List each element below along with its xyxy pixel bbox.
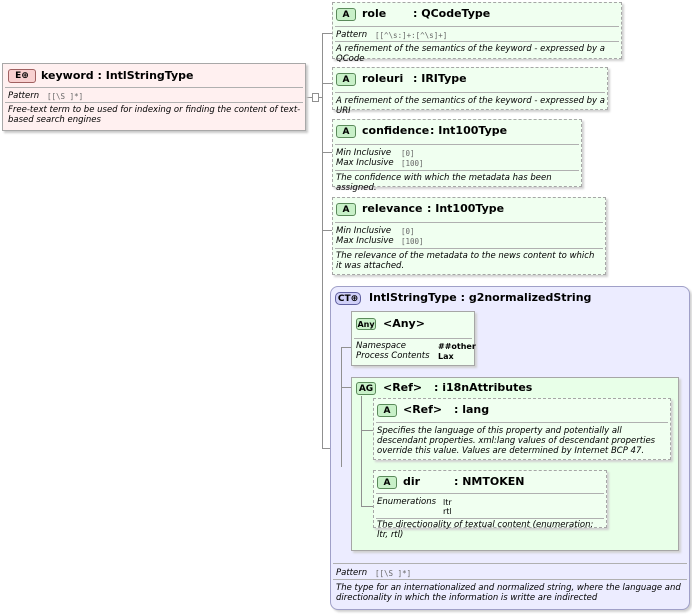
attribute-group-box[interactable]: AG <Ref> : i18nAttributes A <Ref> : lang… xyxy=(351,377,679,551)
connector-branch xyxy=(322,33,332,34)
enumerations-label: Enumerations xyxy=(377,497,437,507)
attribute-type: : IRIType xyxy=(413,72,467,85)
attribute-name: roleuri xyxy=(362,72,404,85)
group-connector xyxy=(361,396,362,506)
inner-connector xyxy=(341,347,351,348)
max-inclusive-value: [100] xyxy=(401,159,424,168)
group-connector xyxy=(361,430,373,431)
attribute-description: The relevance of the metadata to the new… xyxy=(336,251,595,271)
dir-attribute-box[interactable]: A dir : NMTOKEN Enumerations ltr rtl The… xyxy=(373,470,607,540)
attribute-name: relevance xyxy=(362,202,423,215)
divider xyxy=(354,338,472,339)
min-inclusive-label: Min Inclusive xyxy=(336,148,392,158)
attribute-description: A refinement of the semantics of the key… xyxy=(336,96,605,116)
connector-branch xyxy=(322,152,332,153)
pattern-label: Pattern xyxy=(336,30,368,40)
attribute-name: <Ref> xyxy=(403,403,443,416)
attribute-description: Specifies the language of this property … xyxy=(377,426,656,456)
divider xyxy=(335,92,605,93)
pattern-value: [[\S ]*] xyxy=(375,569,412,578)
attribute-type: : NMTOKEN xyxy=(454,475,525,488)
complex-type-base: : g2normalizedString xyxy=(460,291,592,304)
divider xyxy=(333,579,687,580)
attribute-name: confidence xyxy=(362,124,430,137)
divider xyxy=(376,493,604,494)
divider xyxy=(5,87,303,88)
divider xyxy=(335,170,579,171)
connector-line xyxy=(319,97,323,98)
any-wildcard-box[interactable]: Any <Any> Namespace ##other Process Cont… xyxy=(351,311,476,366)
any-badge-icon: Any xyxy=(356,318,376,330)
enumeration-value: rtl xyxy=(443,507,452,516)
attribute-description: A refinement of the semantics of the key… xyxy=(336,44,605,64)
divider xyxy=(335,144,579,145)
namespace-label: Namespace xyxy=(356,341,407,351)
connector-trunk xyxy=(322,33,323,448)
divider xyxy=(335,222,603,223)
min-inclusive-value: [0] xyxy=(401,227,415,236)
attribute-badge-icon: A xyxy=(377,476,397,489)
attribute-type: : Int100Type xyxy=(427,202,505,215)
divider xyxy=(376,422,668,423)
min-inclusive-label: Min Inclusive xyxy=(336,226,392,236)
attribute-name: role xyxy=(362,7,387,20)
pattern-value: [[^\s:]+:[^\s]+] xyxy=(375,31,448,40)
inner-connector xyxy=(341,347,342,467)
complex-type-badge-icon: CT⊕ xyxy=(335,292,361,305)
pattern-label: Pattern xyxy=(336,568,368,578)
attribute-type: : QCodeType xyxy=(413,7,491,20)
attribute-badge-icon: A xyxy=(336,125,356,138)
connector-line xyxy=(306,97,314,98)
relevance-attribute-box[interactable]: A relevance : Int100Type Min Inclusive [… xyxy=(332,197,606,275)
process-contents-value: Lax xyxy=(438,352,454,361)
element-description: Free-text term to be used for indexing o… xyxy=(8,105,301,125)
pattern-label: Pattern xyxy=(8,91,40,101)
attribute-description: The confidence with which the metadata h… xyxy=(336,173,552,193)
connector-branch xyxy=(322,230,332,231)
connector-branch xyxy=(322,83,332,84)
divider xyxy=(335,41,619,42)
attribute-badge-icon: A xyxy=(336,203,356,216)
enumeration-value: ltr xyxy=(443,498,452,507)
element-title: keyword : IntlStringType xyxy=(41,69,193,82)
divider xyxy=(335,26,619,27)
complex-type-box[interactable]: CT⊕ IntlStringType : g2normalizedString … xyxy=(330,286,690,610)
group-connector xyxy=(361,506,373,507)
attribute-group-badge-icon: AG xyxy=(356,382,376,395)
attribute-group-type: : i18nAttributes xyxy=(434,381,533,394)
attribute-type: : Int100Type xyxy=(430,124,508,137)
max-inclusive-value: [100] xyxy=(401,237,424,246)
complex-type-name: IntlStringType xyxy=(369,291,457,304)
attribute-badge-icon: A xyxy=(336,8,356,21)
element-name: keyword xyxy=(41,69,94,82)
role-attribute-box[interactable]: A role : QCodeType Pattern [[^\s:]+:[^\s… xyxy=(332,2,622,64)
any-name: <Any> xyxy=(383,317,425,330)
confidence-attribute-box[interactable]: A confidence : Int100Type Min Inclusive … xyxy=(332,119,582,193)
element-type: : IntlStringType xyxy=(97,69,194,82)
namespace-value: ##other xyxy=(438,342,476,351)
process-contents-label: Process Contents xyxy=(356,351,430,361)
min-inclusive-value: [0] xyxy=(401,149,415,158)
sequence-connector xyxy=(312,93,319,102)
divider xyxy=(5,102,303,103)
lang-attribute-box[interactable]: A <Ref> : lang Specifies the language of… xyxy=(373,398,671,460)
roleuri-attribute-box[interactable]: A roleuri : IRIType A refinement of the … xyxy=(332,67,608,116)
divider xyxy=(376,518,604,519)
divider xyxy=(335,248,603,249)
attribute-badge-icon: A xyxy=(377,404,397,417)
max-inclusive-label: Max Inclusive xyxy=(336,158,394,168)
inner-connector xyxy=(341,387,351,388)
complex-type-description: The type for an internationalized and no… xyxy=(336,583,681,603)
attribute-group-name: <Ref> xyxy=(383,381,423,394)
attribute-badge-icon: A xyxy=(336,73,356,86)
attribute-description: The directionality of textual content (e… xyxy=(377,520,594,540)
divider xyxy=(333,563,687,564)
pattern-value: [[\S ]*] xyxy=(47,92,84,101)
attribute-type: : lang xyxy=(454,403,490,416)
element-badge-icon: E⊕ xyxy=(8,69,36,83)
keyword-element-box[interactable]: E⊕ keyword : IntlStringType Pattern [[\S… xyxy=(2,63,306,131)
complex-type-title: IntlStringType : g2normalizedString xyxy=(369,291,591,304)
max-inclusive-label: Max Inclusive xyxy=(336,236,394,246)
attribute-name: dir xyxy=(403,475,421,488)
